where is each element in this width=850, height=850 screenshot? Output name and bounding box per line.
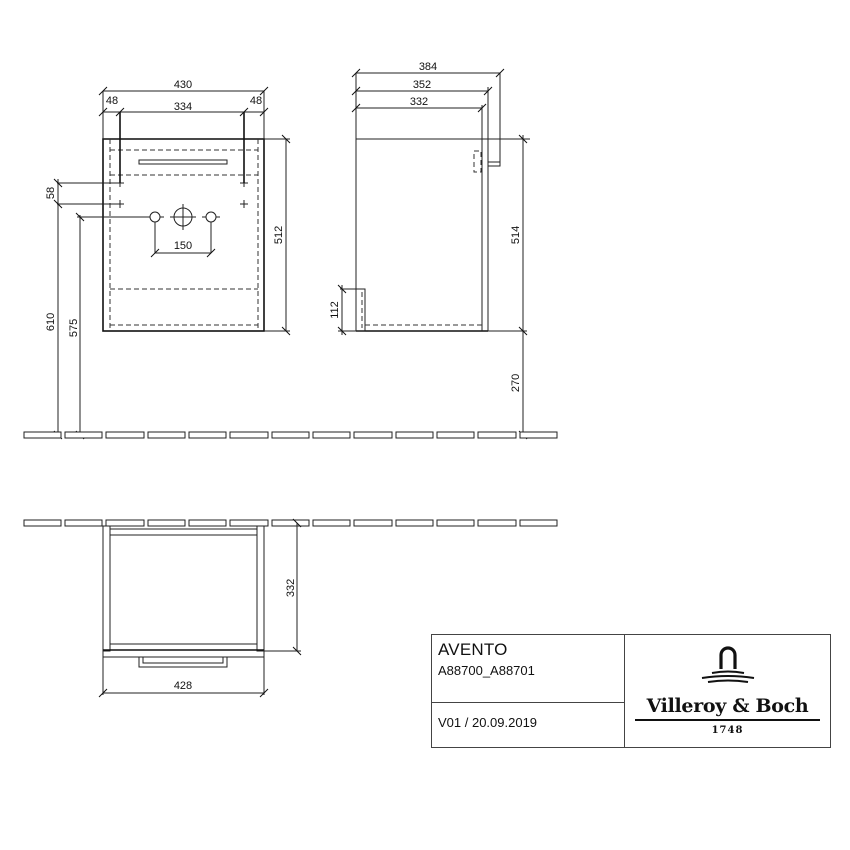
- dim-top-width: 428: [174, 680, 192, 692]
- floor-line: [23, 431, 558, 439]
- dim-overall-width: 430: [174, 79, 192, 91]
- side-handle: [473, 150, 482, 173]
- top-view: 332 428: [98, 518, 302, 698]
- product-name: AVENTO: [438, 640, 508, 659]
- brand-underline: [635, 719, 820, 721]
- dim-depth-body: 332: [410, 96, 428, 108]
- side-view: 384 352 332 514 270 112: [329, 61, 530, 440]
- dim-fixing-offset: 58: [45, 187, 57, 199]
- dim-depth-overall: 384: [419, 61, 437, 73]
- dim-tap-height: 575: [68, 319, 80, 337]
- dim-floor-clearance: 270: [510, 374, 522, 392]
- brand-logo: Villeroy & Boch 1748: [625, 635, 830, 747]
- version-date: V01 / 20.09.2019: [438, 715, 538, 730]
- dim-depth-with-front: 352: [413, 79, 431, 91]
- dim-inner-width: 334: [174, 101, 192, 113]
- brand-year: 1748: [711, 725, 744, 736]
- fixing-points: [116, 179, 248, 208]
- dim-left-margin: 48: [106, 95, 118, 107]
- brand-name: Villeroy & Boch: [646, 695, 809, 717]
- drawer-handle: [138, 159, 228, 165]
- hole-right: [205, 211, 217, 223]
- dim-side-height: 514: [510, 226, 522, 244]
- article-codes: A88700_A88701: [438, 663, 535, 678]
- top-handle: [138, 657, 228, 668]
- dim-hole-spacing: 150: [174, 240, 192, 252]
- dim-top-depth: 332: [285, 579, 297, 597]
- hole-left: [149, 211, 161, 223]
- dim-right-margin: 48: [250, 95, 262, 107]
- title-block-info: AVENTO A88700_A88701 V01 / 20.09.2019: [432, 635, 625, 747]
- dim-front-height: 512: [273, 226, 285, 244]
- fountain-emblem-icon: [701, 646, 754, 683]
- front-view: 430 48 334 48 512 150 58 610 575: [45, 79, 291, 440]
- wall-line: [23, 519, 558, 527]
- dim-plinth-height: 112: [329, 301, 341, 319]
- dim-fixing-height: 610: [45, 313, 57, 331]
- front-cabinet-outline: [102, 138, 265, 332]
- title-block: AVENTO A88700_A88701 V01 / 20.09.2019 Vi…: [431, 634, 831, 748]
